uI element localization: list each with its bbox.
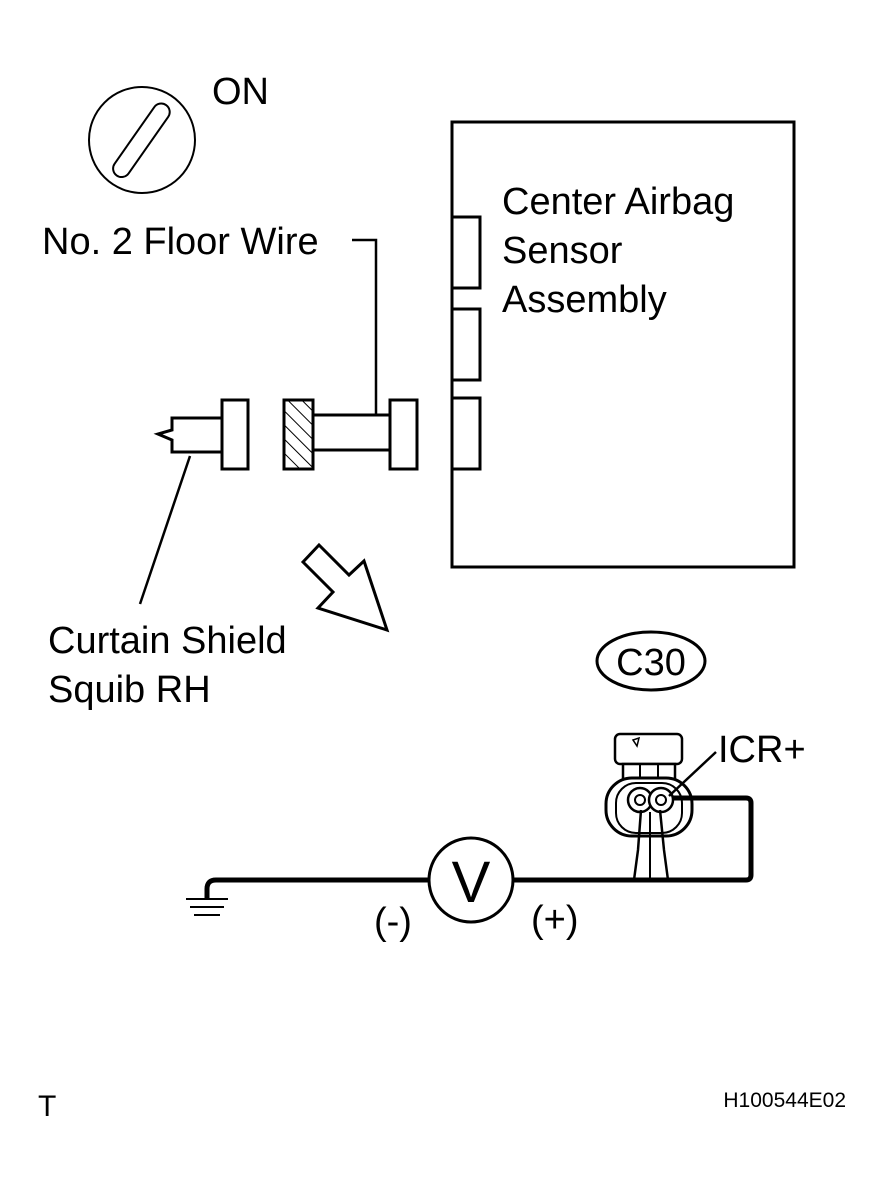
ignition-switch-icon	[88, 86, 196, 194]
ecu-label-line-1: Center Airbag	[502, 181, 734, 223]
positive-terminal-label: (+)	[531, 899, 579, 941]
direction-arrow-icon	[300, 542, 390, 633]
squib-label-line-1: Curtain Shield	[48, 620, 287, 662]
footer-left-mark: T	[38, 1090, 56, 1123]
squib-connector	[153, 398, 250, 471]
squib-leader-line	[138, 455, 192, 605]
ground-icon	[186, 898, 228, 916]
connector-code-ellipse	[595, 630, 707, 692]
voltmeter-icon: V	[427, 836, 515, 924]
c30-connector-icon	[604, 732, 694, 881]
positive-test-lead	[513, 795, 754, 883]
connector-code-label: C30	[616, 642, 686, 684]
floor-wire-leader-line	[352, 238, 378, 415]
ecu-label-line-2: Sensor	[502, 230, 623, 272]
negative-terminal-label: (-)	[374, 901, 412, 943]
floor-wire-harness	[282, 398, 419, 471]
center-airbag-sensor-box	[450, 120, 796, 569]
squib-label-line-2: Squib RH	[48, 669, 211, 711]
terminal-label: ICR+	[718, 729, 806, 771]
ignition-label: ON	[212, 71, 269, 113]
ecu-label-line-3: Assembly	[502, 279, 667, 321]
icr-leader-line	[668, 751, 717, 797]
floor-wire-label: No. 2 Floor Wire	[42, 221, 319, 263]
negative-test-lead	[204, 877, 428, 898]
voltmeter-symbol: V	[452, 850, 491, 915]
figure-id: H100544E02	[723, 1089, 846, 1112]
